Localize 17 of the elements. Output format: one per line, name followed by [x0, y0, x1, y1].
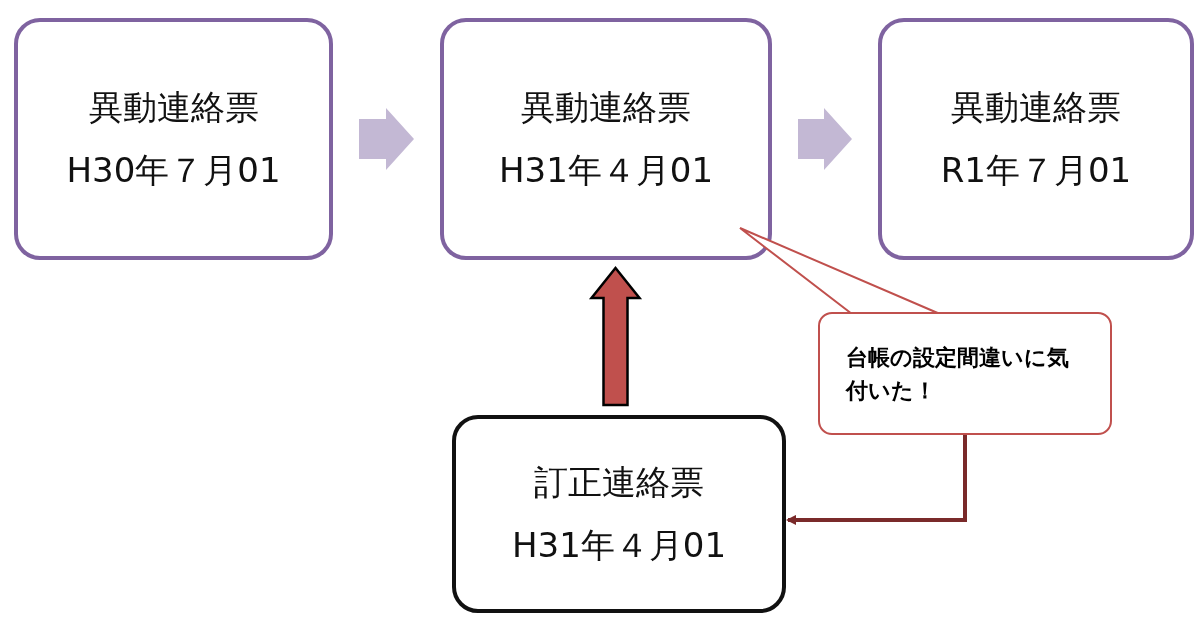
box-date: R1年７月01 — [940, 151, 1132, 191]
process-box — [14, 18, 333, 260]
box-title: 異動連絡票 — [88, 87, 259, 127]
block-arrow — [359, 108, 414, 170]
block-arrow — [588, 266, 643, 407]
block-arrow — [798, 108, 852, 170]
process-box — [440, 18, 772, 260]
process-box — [452, 415, 786, 613]
box-date: H30年７月01 — [66, 151, 281, 191]
box-title: 訂正連絡票 — [534, 462, 704, 502]
callout-text: 台帳の設定間違いに気付いた！ — [846, 343, 1070, 405]
process-box — [878, 18, 1194, 260]
box-title: 異動連絡票 — [951, 87, 1121, 127]
box-date: H31年４月01 — [498, 151, 714, 191]
box-title: 異動連絡票 — [521, 87, 691, 127]
arrow — [786, 435, 967, 525]
box-date: H31年４月01 — [511, 526, 727, 566]
